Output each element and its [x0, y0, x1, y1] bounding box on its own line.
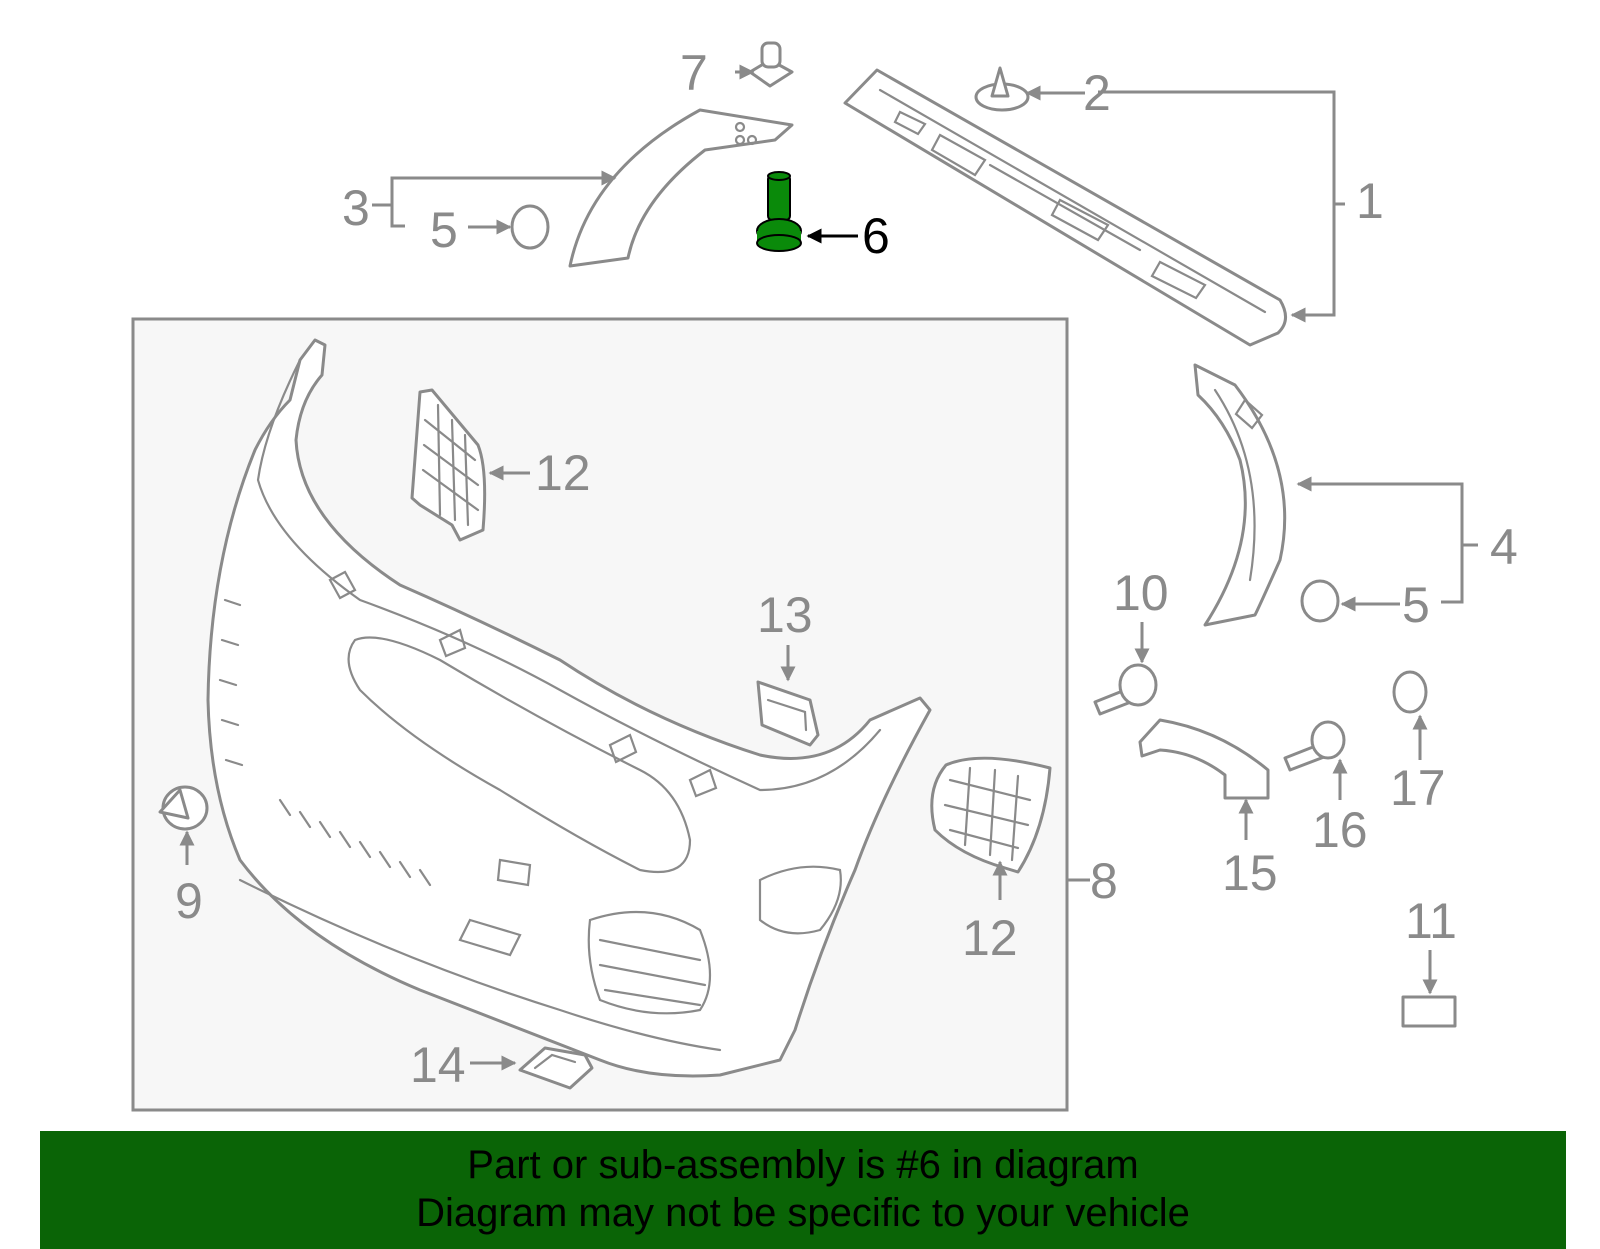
callout-13: 13: [757, 587, 813, 643]
part-15-bracket: [1138, 718, 1270, 800]
callout-12-upper: 12: [535, 445, 591, 501]
part-11-label: [1401, 995, 1457, 1028]
callout-9: 9: [175, 873, 203, 929]
callout-15: 15: [1222, 845, 1278, 901]
part-5-grommet-upper: [510, 204, 550, 250]
part-12-grille-lower: [930, 756, 1052, 874]
callout-numbers: 1 2 3 5 7 6 4 5 10 12 13 17 16 15 8 9 12…: [175, 45, 1518, 1093]
callout-17: 17: [1390, 760, 1446, 816]
callout-14: 14: [410, 1037, 466, 1093]
part-7-clip: [748, 41, 794, 88]
part-2-clip: [974, 66, 1030, 112]
callout-8: 8: [1090, 853, 1118, 909]
callout-5-right: 5: [1402, 577, 1430, 633]
callout-1: 1: [1356, 173, 1384, 229]
callout-11: 11: [1405, 893, 1457, 949]
banner-line-1: Part or sub-assembly is #6 in diagram: [467, 1143, 1139, 1187]
callout-5-upper: 5: [430, 202, 458, 258]
part-5-grommet-right: [1300, 579, 1340, 623]
part-10-bolt: [1093, 663, 1158, 716]
part-4-pillar-trim: [1193, 363, 1287, 627]
callout-2: 2: [1083, 65, 1111, 121]
part-16-bolt: [1283, 720, 1346, 772]
banner-line-2: Diagram may not be specific to your vehi…: [416, 1191, 1190, 1235]
part-6-highlighted: [756, 171, 802, 252]
part-13-clip: [756, 680, 820, 747]
callout-4: 4: [1490, 519, 1518, 575]
callout-6: 6: [862, 208, 890, 264]
callout-16: 16: [1312, 802, 1368, 858]
part-9-clip: [158, 785, 209, 831]
callout-7: 7: [680, 45, 708, 101]
part-1-upper-trim: [843, 68, 1287, 347]
part-8-trim-panel: [206, 338, 932, 1078]
leader-lines: [179, 64, 1478, 1071]
callout-3: 3: [342, 180, 370, 236]
info-banner: Part or sub-assembly is #6 in diagram Di…: [40, 1131, 1566, 1249]
part-14-clip: [518, 1046, 594, 1090]
callout-10: 10: [1113, 565, 1169, 621]
callout-12-lower: 12: [962, 910, 1018, 966]
part-3-pillar-trim: [568, 108, 794, 268]
part-12-grille-upper: [410, 388, 487, 542]
part-17-grommet: [1392, 670, 1428, 714]
